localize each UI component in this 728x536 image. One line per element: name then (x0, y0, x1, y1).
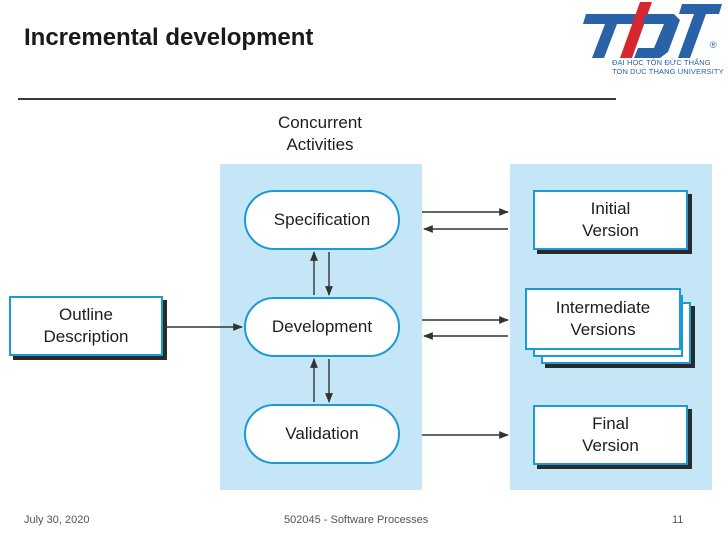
final-version-box: Final Version (533, 405, 688, 465)
registered-mark: ® (710, 40, 717, 50)
intermediate-versions-box: Intermediate Versions (525, 288, 681, 350)
validation-label: Validation (285, 424, 359, 443)
final-version-line-2: Version (582, 436, 639, 455)
university-logo: ® ĐẠI HỌC TÔN ĐỨC THẮNG TON DUC THANG UN… (576, 0, 724, 82)
specification-activity: Specification (244, 190, 400, 250)
initial-version-line-1: Initial (590, 199, 631, 218)
initial-version-line-2: Version (582, 221, 639, 240)
development-activity: Development (244, 297, 400, 357)
intermediate-versions-line-1: Intermediate (555, 298, 651, 317)
development-label: Development (271, 317, 373, 336)
outline-description-line-2: Description (43, 327, 129, 346)
tdt-logo-mark-icon (583, 2, 722, 58)
outline-description-box: Outline Description (9, 296, 163, 356)
intermediate-versions-line-2: Versions (570, 320, 636, 339)
footer-page-number: 11 (672, 514, 684, 526)
footer-date: July 30, 2020 (24, 514, 90, 526)
initial-version-box: Initial Version (533, 190, 688, 250)
logo-text-english: TON DUC THANG UNIVERSITY (612, 67, 724, 76)
logo-text-vietnamese: ĐẠI HỌC TÔN ĐỨC THẮNG (612, 58, 711, 67)
outline-description-line-1: Outline (59, 305, 113, 324)
validation-activity: Validation (244, 404, 400, 464)
footer-course: 502045 - Software Processes (284, 514, 429, 526)
final-version-line-1: Final (592, 414, 629, 433)
concurrent-activities-heading: Concurrent Activities (240, 112, 400, 156)
heading-line-2: Activities (286, 135, 354, 154)
heading-line-1: Concurrent (277, 113, 363, 132)
specification-label: Specification (273, 210, 371, 229)
title-divider (18, 98, 616, 100)
slide-title: Incremental development (24, 24, 314, 51)
